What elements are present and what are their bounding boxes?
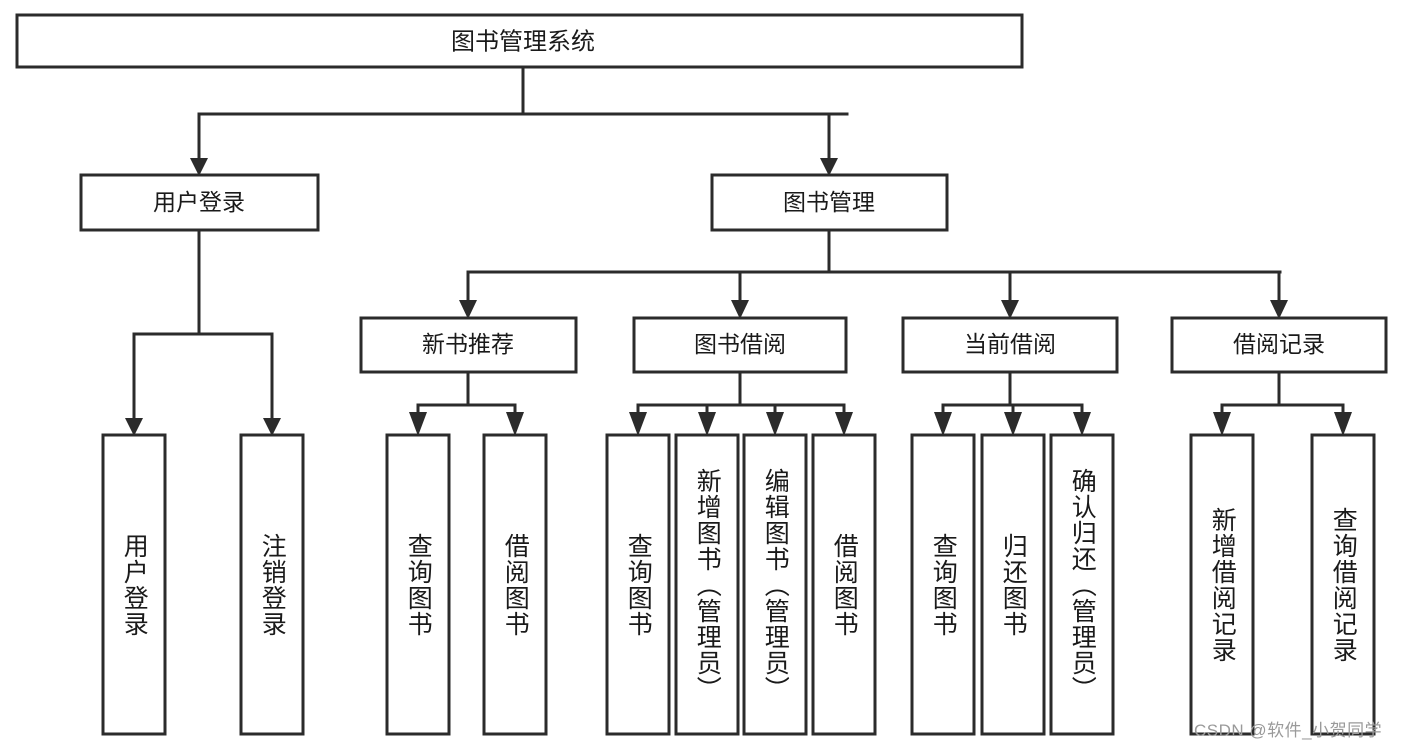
node-new-book-recommend-box[interactable] xyxy=(359,316,578,374)
leaf-box-query-borrow-record[interactable] xyxy=(1310,433,1376,736)
leaf-box-query-book-3[interactable] xyxy=(910,433,976,736)
arrow-head-leaf-query-book-1 xyxy=(409,412,427,436)
leaf-box-logout[interactable] xyxy=(239,433,305,736)
arrow-head-leaf-query-record xyxy=(1334,412,1352,436)
leaf-box-return-book[interactable] xyxy=(980,433,1046,736)
leaf-box-confirm-return-admin[interactable] xyxy=(1049,433,1115,736)
node-borrow-record-box[interactable] xyxy=(1170,316,1388,374)
arrow-head-leaf-query-book-2 xyxy=(629,412,647,436)
node-root[interactable]: 图书管理系统 xyxy=(15,13,1024,69)
arrow-head-leaf-confirm-return xyxy=(1073,412,1091,436)
connector-group-borrow-record xyxy=(1213,370,1352,436)
leaf-box-edit-book-admin[interactable] xyxy=(742,433,808,736)
arrow-head-leaf-borrow-book-1 xyxy=(506,412,524,436)
node-book-management-label: 图书管理 xyxy=(783,189,875,215)
node-book-borrow-box[interactable] xyxy=(632,316,848,374)
node-book-management-box[interactable] xyxy=(710,173,949,232)
arrow-head-leaf-return-book xyxy=(1004,412,1022,436)
connector-group-new-book-rec xyxy=(409,370,524,436)
connector-group-book-mgmt xyxy=(459,228,1288,319)
arrow-head-user-login xyxy=(190,158,208,176)
leaf-box-add-book-admin[interactable] xyxy=(674,433,740,736)
leaf-box-borrow-book-1[interactable] xyxy=(482,433,548,736)
node-current-borrow-label: 当前借阅 xyxy=(964,331,1056,357)
arrow-head-leaf-add-book xyxy=(698,412,716,436)
arrow-head-leaf-edit-book xyxy=(766,412,784,436)
node-root-box[interactable] xyxy=(15,13,1024,69)
leaf-box-query-book-1[interactable] xyxy=(385,433,451,736)
arrow-head-leaf-query-book-3 xyxy=(934,412,952,436)
node-current-borrow[interactable]: 当前借阅 xyxy=(901,316,1119,374)
node-new-book-recommend[interactable]: 新书推荐 xyxy=(359,316,578,374)
connector-group-root xyxy=(190,65,849,176)
leaf-boxes-group xyxy=(101,433,1376,736)
node-book-borrow-label: 图书借阅 xyxy=(694,331,786,357)
node-user-login[interactable]: 用户登录 xyxy=(79,173,320,232)
arrow-head-leaf-user-login xyxy=(125,418,143,436)
arrow-head-book-borrow xyxy=(731,300,749,319)
leaf-box-add-borrow-record[interactable] xyxy=(1189,433,1255,736)
node-root-label: 图书管理系统 xyxy=(451,28,595,55)
leaf-box-query-book-2[interactable] xyxy=(605,433,671,736)
node-book-management[interactable]: 图书管理 xyxy=(710,173,949,232)
arrow-head-current-borrow xyxy=(1001,300,1019,319)
leaf-box-user-login[interactable] xyxy=(101,433,167,736)
arrow-head-borrow-record xyxy=(1270,300,1288,319)
node-current-borrow-box[interactable] xyxy=(901,316,1119,374)
csdn-watermark: CSDN @软件_小贺同学 xyxy=(1194,721,1383,740)
node-new-book-recommend-label: 新书推荐 xyxy=(422,331,514,357)
connector-group-book-borrow xyxy=(629,370,853,436)
arrow-head-leaf-add-record xyxy=(1213,412,1231,436)
arrow-head-leaf-borrow-book-2 xyxy=(835,412,853,436)
node-user-login-label: 用户登录 xyxy=(153,189,245,215)
node-book-borrow[interactable]: 图书借阅 xyxy=(632,316,848,374)
node-user-login-box[interactable] xyxy=(79,173,320,232)
node-borrow-record-label: 借阅记录 xyxy=(1233,331,1325,357)
arrow-head-leaf-logout xyxy=(263,418,281,436)
connector-group-user-login xyxy=(125,228,281,436)
leaf-box-borrow-book-2[interactable] xyxy=(811,433,877,736)
node-borrow-record[interactable]: 借阅记录 xyxy=(1170,316,1388,374)
arrow-head-new-book-rec xyxy=(459,300,477,319)
arrow-head-book-mgmt xyxy=(820,158,838,176)
connector-group-current-borrow xyxy=(934,370,1091,436)
